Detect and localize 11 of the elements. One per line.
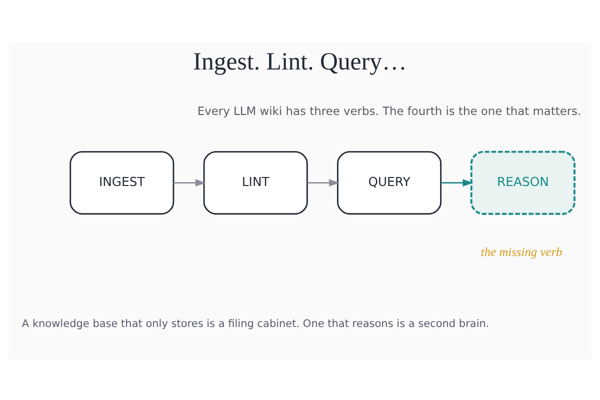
label: Every LLM wiki has three verbs. The fourth is the one that matters. (197, 104, 582, 118)
diagram-title: Ingest. Lint. Query… (193, 48, 407, 75)
node-box: LINT (203, 150, 308, 214)
arrow (174, 178, 206, 186)
node-box: INGEST (70, 150, 174, 214)
node-box: REASON (470, 150, 576, 214)
node-box: QUERY (337, 150, 442, 214)
node-label: the missing verb (480, 244, 562, 258)
label: A knowledge base that only stores is a filing cabinet. One that reasons is a second brain. (22, 317, 490, 330)
arrow (440, 178, 474, 186)
arrow (307, 178, 340, 186)
